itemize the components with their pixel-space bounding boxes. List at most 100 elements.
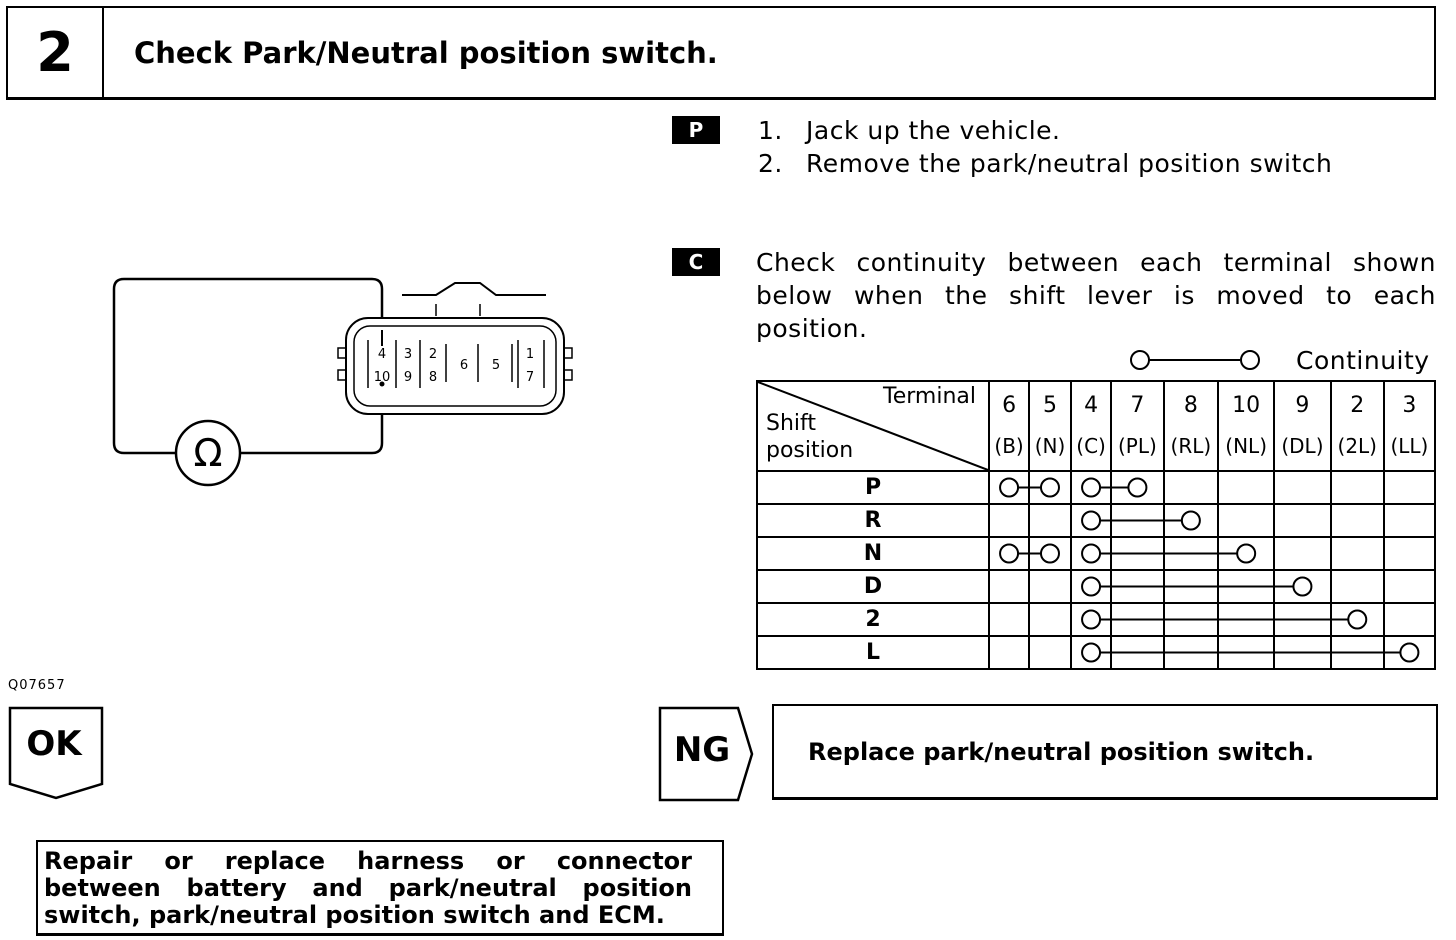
- ohmmeter-icon: [174, 419, 242, 487]
- continuity-cell: [1273, 503, 1332, 538]
- terminal-column-header: 4(C): [1069, 380, 1113, 472]
- continuity-cell: [1110, 569, 1165, 604]
- continuity-cell: [1382, 635, 1437, 670]
- shift-position-label: P: [756, 470, 990, 505]
- continuity-cell: [1217, 602, 1276, 637]
- continuity-cell: [987, 470, 1031, 505]
- pin-label: 2: [429, 347, 437, 362]
- continuity-cell: [1382, 569, 1437, 604]
- continuity-cell: [1162, 602, 1220, 637]
- continuity-cell: [1110, 635, 1165, 670]
- terminal-column-header: 9(DL): [1273, 380, 1332, 472]
- continuity-cell: [1217, 635, 1276, 670]
- ng-arrow-icon: [658, 706, 754, 802]
- continuity-cell: [1273, 536, 1332, 571]
- terminal-column-header: 8(RL): [1162, 380, 1220, 472]
- continuity-cell: [1382, 470, 1437, 505]
- continuity-cell: [1273, 569, 1332, 604]
- continuity-cell: [1069, 536, 1113, 571]
- shift-position-label: N: [756, 536, 990, 571]
- ng-action-box: Replace park/neutral position switch.: [772, 704, 1438, 800]
- terminal-column-header: 3(LL): [1382, 380, 1437, 472]
- continuity-cell: [1273, 602, 1332, 637]
- tag-c-badge: C: [672, 248, 720, 276]
- header-terminal: Terminal: [883, 384, 976, 409]
- continuity-cell: [1028, 569, 1072, 604]
- pin-label: 4: [378, 347, 386, 362]
- continuity-cell: [1329, 569, 1385, 604]
- continuity-cell: [1329, 470, 1385, 505]
- continuity-cell: [987, 635, 1031, 670]
- continuity-cell: [1110, 602, 1165, 637]
- step-item: 2.Remove the park/neutral position switc…: [758, 149, 1333, 178]
- continuity-cell: [1028, 635, 1072, 670]
- continuity-cell: [1273, 635, 1332, 670]
- procedure-steps: 1.Jack up the vehicle. 2.Remove the park…: [758, 114, 1332, 180]
- continuity-cell: [987, 569, 1031, 604]
- figure-id: Q07657: [8, 678, 66, 693]
- ohmmeter-connector-diagram: Ω 4 3 2 6 5 1 10 9 8 7: [112, 277, 573, 487]
- pin-label: 1: [526, 347, 534, 362]
- continuity-cell: [1028, 470, 1072, 505]
- continuity-cell: [1028, 536, 1072, 571]
- tag-p-badge: P: [672, 116, 720, 144]
- pin-label: 7: [526, 370, 534, 385]
- pin-label: 8: [429, 370, 437, 385]
- continuity-cell: [987, 503, 1031, 538]
- continuity-cell: [1110, 503, 1165, 538]
- shift-position-label: D: [756, 569, 990, 604]
- continuity-cell: [1382, 602, 1437, 637]
- continuity-cell: [987, 602, 1031, 637]
- step-number: 2: [8, 8, 104, 97]
- terminal-column-header: 6(B): [987, 380, 1031, 472]
- continuity-cell: [1069, 503, 1113, 538]
- continuity-cell: [1273, 470, 1332, 505]
- ok-label: OK: [26, 724, 82, 764]
- pin-label: 5: [492, 358, 500, 373]
- shift-position-row: P: [756, 470, 1437, 505]
- shift-position-label: L: [756, 635, 990, 670]
- continuity-legend-label: Continuity: [1296, 346, 1430, 375]
- pin-label: 9: [404, 370, 412, 385]
- pin-label: 6: [460, 358, 468, 373]
- continuity-cell: [1217, 470, 1276, 505]
- shift-position-row: D: [756, 569, 1437, 604]
- continuity-cell: [1329, 536, 1385, 571]
- step-title: Check Park/Neutral position switch.: [134, 35, 718, 70]
- shift-position-label: 2: [756, 602, 990, 637]
- terminal-column-header: 7(PL): [1110, 380, 1165, 472]
- continuity-cell: [1162, 470, 1220, 505]
- step-item: 1.Jack up the vehicle.: [758, 116, 1061, 145]
- continuity-cell: [1110, 470, 1165, 505]
- terminal-column-header: 5(N): [1028, 380, 1072, 472]
- terminal-column-header: 10(NL): [1217, 380, 1276, 472]
- continuity-cell: [1069, 635, 1113, 670]
- continuity-cell: [1329, 503, 1385, 538]
- continuity-cell: [1110, 536, 1165, 571]
- shift-position-row: L: [756, 635, 1437, 670]
- continuity-cell: [1162, 635, 1220, 670]
- continuity-cell: [987, 536, 1031, 571]
- continuity-cell: [1217, 503, 1276, 538]
- ok-arrow-icon: [8, 706, 104, 800]
- pin-label: 3: [404, 347, 412, 362]
- continuity-cell: [1217, 536, 1276, 571]
- shift-position-row: R: [756, 503, 1437, 538]
- continuity-cell: [1162, 503, 1220, 538]
- continuity-cell: [1028, 602, 1072, 637]
- continuity-cell: [1329, 602, 1385, 637]
- continuity-cell: [1329, 635, 1385, 670]
- continuity-cell: [1069, 569, 1113, 604]
- continuity-legend-icon: [1130, 350, 1260, 370]
- ng-label: NG: [673, 730, 731, 770]
- shift-position-row: N: [756, 536, 1437, 571]
- step-header: 2 Check Park/Neutral position switch.: [6, 6, 1436, 100]
- continuity-cell: [1382, 536, 1437, 571]
- continuity-cell: [1162, 536, 1220, 571]
- ok-action-box: Repair or replace harness or connector b…: [36, 840, 724, 936]
- continuity-cell: [1382, 503, 1437, 538]
- shift-position-label: R: [756, 503, 990, 538]
